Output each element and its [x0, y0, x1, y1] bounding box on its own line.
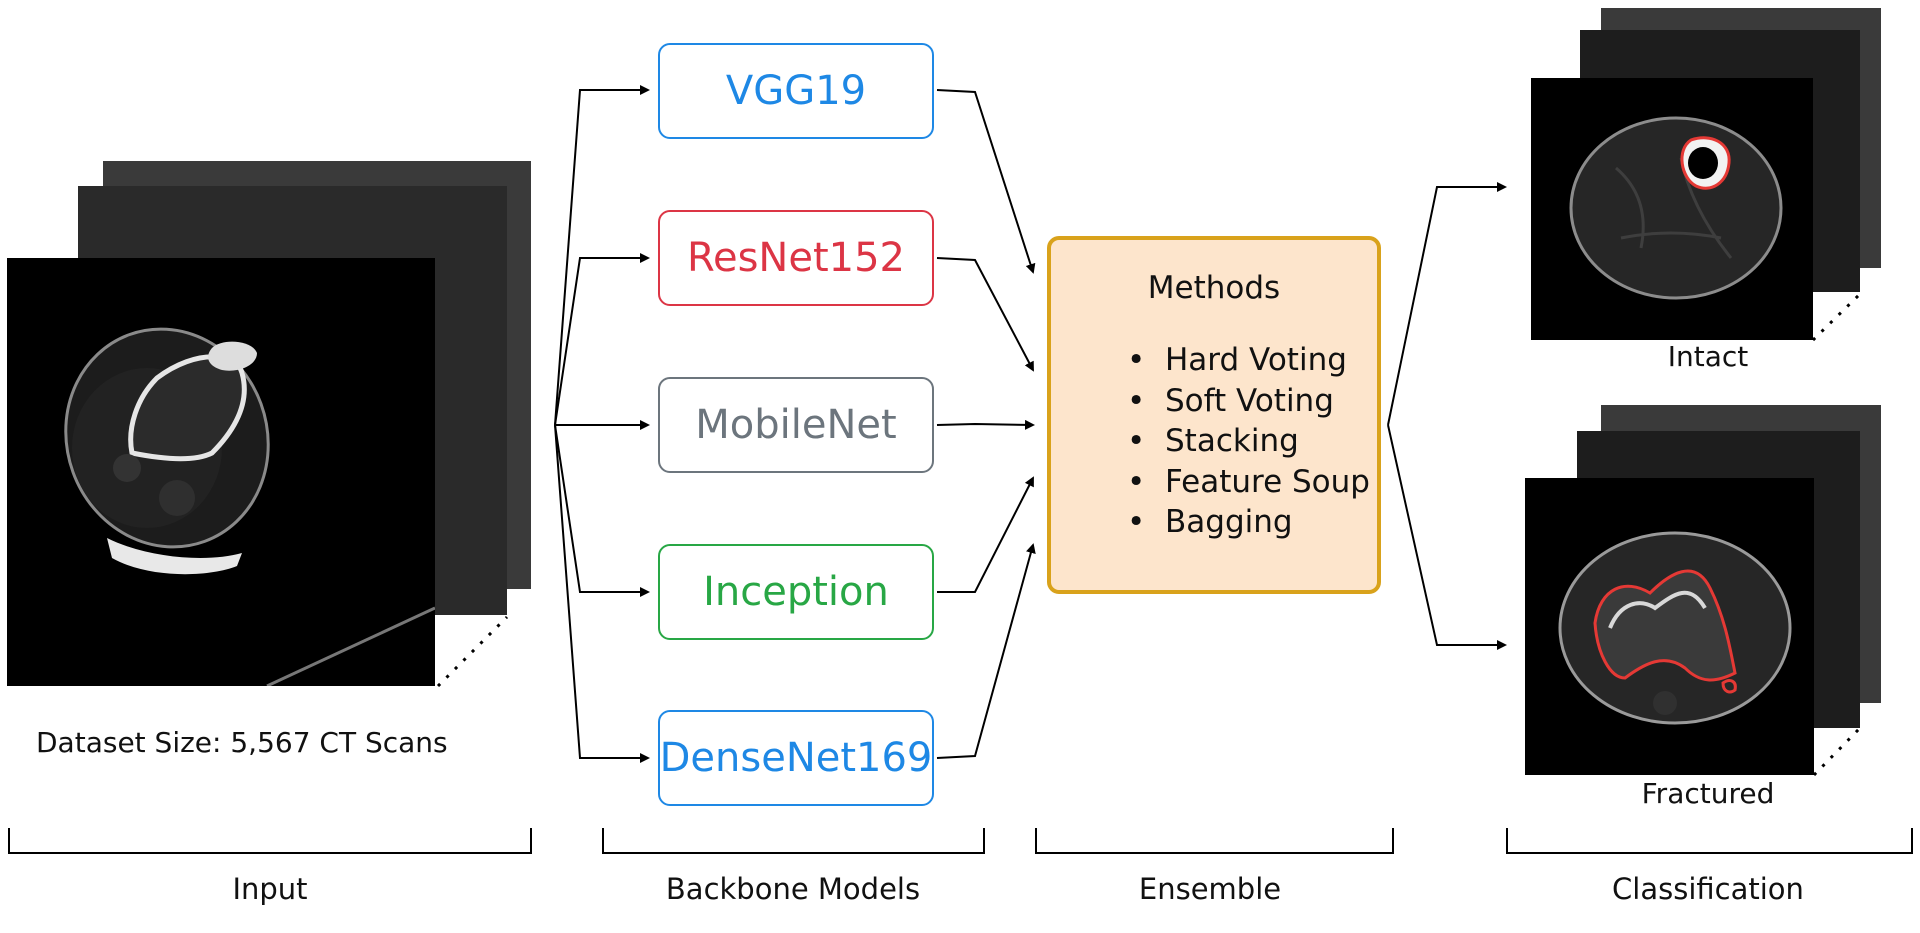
ensemble-title: Methods [1147, 270, 1281, 306]
input-stack-dots [436, 615, 509, 688]
model-box-resnet152: ResNet152 [658, 210, 934, 306]
class-label-fractured: Fractured [1641, 777, 1775, 810]
ensemble-to-class-arrows [1387, 182, 1507, 650]
ensemble-method-list: Hard Voting Soft Voting Stacking Feature… [1127, 340, 1370, 543]
intact-ct-scan-image [1531, 78, 1813, 340]
section-brackets [8, 828, 1913, 854]
model-to-ensemble-arrows [936, 89, 1036, 759]
ensemble-method-item: Feature Soup [1127, 462, 1370, 503]
model-label-vgg19: VGG19 [725, 68, 867, 114]
section-label-backbone: Backbone Models [665, 872, 921, 906]
ensemble-method-item: Bagging [1127, 502, 1370, 543]
model-box-densenet169: DenseNet169 [658, 710, 934, 806]
ensemble-methods-box: Methods Hard Voting Soft Voting Stacking… [1047, 236, 1381, 594]
model-box-inception: Inception [658, 544, 934, 640]
input-ct-scan-image [7, 258, 435, 686]
input-fanout-arrows [554, 85, 650, 763]
class-label-intact: Intact [1667, 340, 1749, 373]
fractured-stack-dots [1812, 726, 1862, 777]
model-box-mobilenet: MobileNet [658, 377, 934, 473]
ensemble-method-item: Soft Voting [1127, 381, 1370, 422]
dataset-size-label: Dataset Size: 5,567 CT Scans [36, 726, 448, 759]
model-label-resnet152: ResNet152 [686, 235, 905, 281]
section-label-classification: Classification [1612, 872, 1804, 906]
model-box-vgg19: VGG19 [658, 43, 934, 139]
section-label-input: Input [232, 872, 308, 906]
model-label-inception: Inception [703, 569, 889, 615]
ensemble-method-item: Stacking [1127, 421, 1370, 462]
model-label-densenet169: DenseNet169 [659, 735, 933, 781]
fractured-ct-scan-image [1525, 478, 1814, 775]
model-label-mobilenet: MobileNet [695, 402, 897, 448]
ensemble-method-item: Hard Voting [1127, 340, 1370, 381]
section-label-ensemble: Ensemble [1138, 872, 1282, 906]
intact-stack-dots [1811, 290, 1864, 342]
